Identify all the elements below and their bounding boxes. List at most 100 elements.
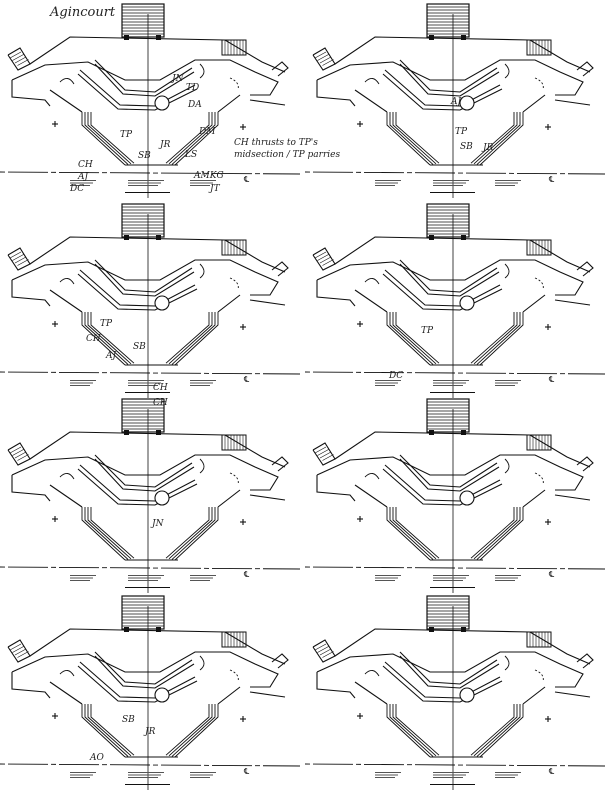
title-block-text <box>375 577 398 579</box>
lower-rail <box>77 73 198 111</box>
scale-bar <box>125 587 170 588</box>
post <box>429 430 434 435</box>
stair-tread <box>9 251 22 259</box>
stage-plan: ℄ <box>305 3 605 198</box>
upper-rail <box>94 454 193 488</box>
trap-circle <box>459 95 475 111</box>
left-wing <box>11 280 51 307</box>
title-block-text <box>375 385 395 386</box>
diagonal <box>522 94 546 113</box>
title-block-text <box>433 577 466 579</box>
label-ch: CH <box>153 398 168 408</box>
thrust-step-right <box>479 507 524 561</box>
upper-rail <box>94 655 195 689</box>
stair-tread <box>317 646 329 653</box>
title-block-text <box>70 575 96 576</box>
title-block-text <box>495 382 518 384</box>
title-block-text <box>190 382 213 384</box>
stage-diagram-1: ℄ Agincourt JN TD DA TP JR SB DM LS CH A… <box>0 0 340 198</box>
door-arc <box>504 263 510 279</box>
left-wing <box>316 672 356 699</box>
side-stairs-far-right <box>271 653 289 669</box>
title-block-text <box>375 774 398 776</box>
upper-rail <box>94 59 193 93</box>
title-block-text <box>190 380 216 381</box>
door-arc <box>229 277 239 291</box>
upstage-stairs <box>426 3 470 38</box>
back-wall <box>334 431 591 468</box>
title-block-text <box>495 580 515 581</box>
thrust-step-left <box>395 112 440 164</box>
thrust-step-left <box>389 112 434 165</box>
trap-circle <box>154 295 170 311</box>
post <box>461 430 466 435</box>
lower-rail <box>384 69 501 107</box>
stage-plan: ℄ <box>0 203 300 398</box>
title-block-text <box>375 180 401 181</box>
title-block-text <box>128 385 158 386</box>
door-arc <box>59 473 75 480</box>
thrust-step-right <box>476 312 521 365</box>
stage-plan: ℄ <box>0 595 300 790</box>
stair-tread <box>9 446 22 454</box>
thrust-step-right <box>171 112 216 165</box>
thrust-step-right <box>479 704 524 758</box>
post <box>156 627 161 632</box>
post <box>461 627 466 632</box>
label-jn: JN <box>172 74 184 84</box>
thrust-step-left <box>87 312 132 365</box>
thrust-step-right <box>470 112 515 164</box>
diagonal <box>522 686 546 705</box>
stair-tread <box>322 259 334 266</box>
thrust-step-left <box>392 312 437 365</box>
scale-bar <box>125 784 170 785</box>
trap-circle <box>154 687 170 703</box>
left-wing <box>11 672 51 699</box>
thrust-step-right <box>165 507 210 559</box>
thrust-step-left <box>84 704 129 757</box>
title-block-text <box>128 580 158 581</box>
title-block-text <box>70 182 93 184</box>
back-wall <box>334 628 591 665</box>
thrust-step-right <box>174 704 219 758</box>
trap-circle <box>154 490 170 506</box>
right-wing <box>249 299 286 306</box>
stair-tread <box>12 646 24 653</box>
title-block-text <box>128 180 164 181</box>
centerline-mark: ℄ <box>548 570 555 579</box>
title-block-text <box>433 774 466 776</box>
side-stairs-left <box>7 47 31 71</box>
thrust-step-right <box>476 507 521 560</box>
upper-rail <box>94 651 193 685</box>
diagonal <box>522 489 546 508</box>
stair-tread <box>319 648 332 656</box>
stage-plan: ℄ <box>305 203 605 398</box>
title-block-text <box>375 575 401 576</box>
thrust-step-left <box>395 704 440 756</box>
label-sb: SB <box>122 715 135 725</box>
diagonal <box>217 294 241 313</box>
title-block-text <box>495 774 518 776</box>
thrust-step-left <box>81 704 126 758</box>
trap-circle <box>459 295 475 311</box>
title-block-text <box>375 382 398 384</box>
door-arc <box>534 669 544 683</box>
label-ch: CH <box>78 160 93 170</box>
door-arc <box>199 263 205 279</box>
stair-tread <box>12 254 24 261</box>
upper-rail <box>94 263 195 297</box>
door-arc <box>534 77 544 91</box>
thrust-step-right <box>476 704 521 757</box>
stair-tread <box>9 643 22 651</box>
upstage-stairs <box>426 203 470 238</box>
post <box>429 235 434 240</box>
title-block-text <box>128 380 164 381</box>
lower-rail <box>384 661 501 699</box>
title-block-text <box>70 777 90 778</box>
title-block-text <box>433 382 466 384</box>
thrust-step-left <box>389 507 434 560</box>
side-stairs-left <box>312 247 336 271</box>
title-block-text <box>433 380 469 381</box>
door-arc <box>199 458 205 474</box>
upstage-stairs <box>121 398 165 433</box>
